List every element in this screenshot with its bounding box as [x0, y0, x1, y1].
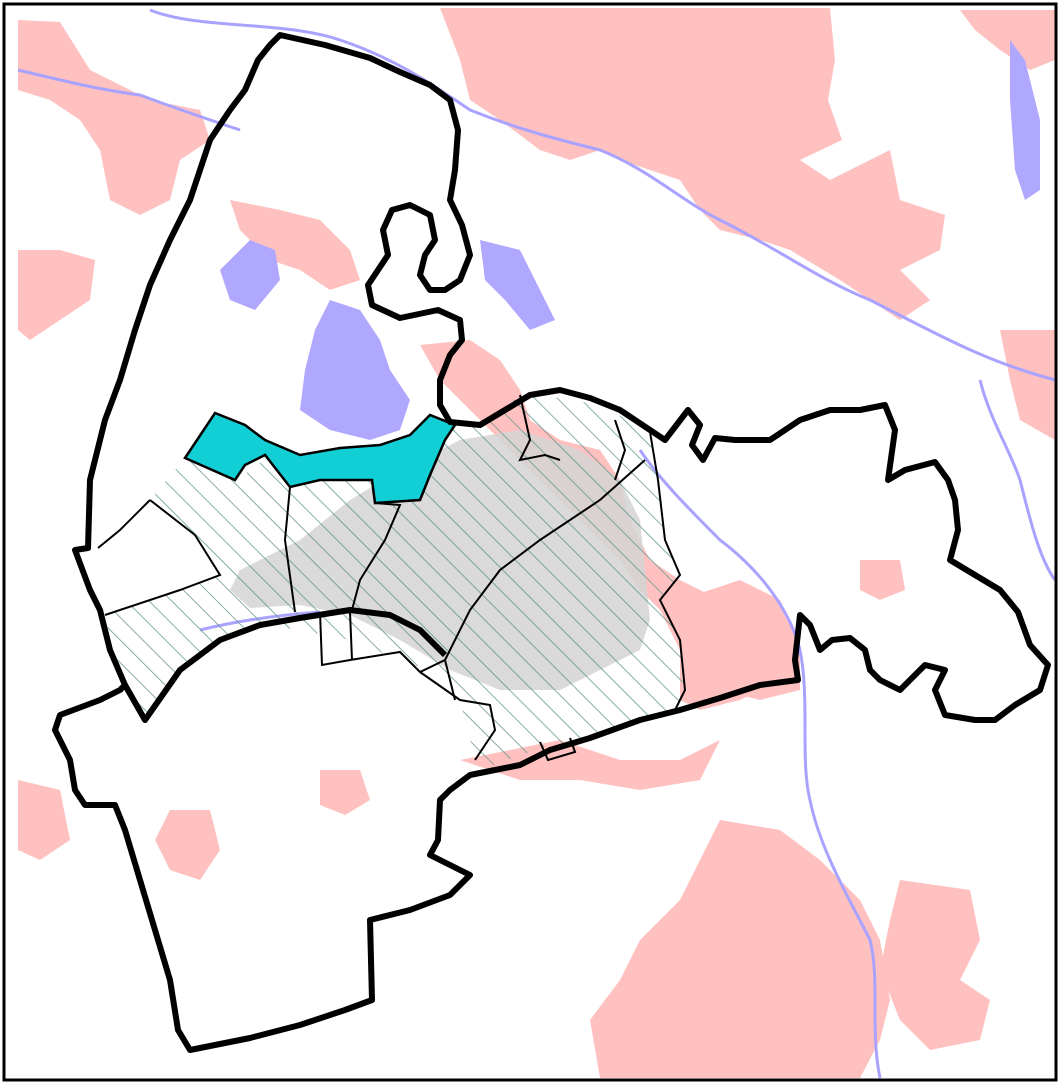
urban-area-southeast	[590, 820, 890, 1078]
urban-area-east	[1000, 330, 1055, 440]
lake-large	[300, 300, 410, 440]
district-line-northeast	[614, 419, 627, 481]
municipality-boundary[interactable]	[52, 32, 1051, 1053]
district-line-east	[649, 431, 687, 711]
urban-areas	[18, 8, 1055, 1078]
district-line-west	[104, 499, 222, 616]
district-boundaries	[97, 394, 687, 762]
river-main	[149, 8, 1056, 382]
urban-area-far-northeast	[960, 10, 1055, 70]
district-line-center-2	[351, 502, 402, 611]
lake-northeast	[1010, 40, 1040, 200]
municipality-outline[interactable]	[52, 32, 1051, 1053]
district-line-south-4	[444, 659, 456, 701]
district-line-north	[518, 394, 561, 462]
district-line-center-3	[444, 459, 646, 661]
urban-area-far-southeast	[880, 880, 990, 1050]
urban-area-east-village	[860, 560, 905, 600]
river-east-branch	[978, 379, 1057, 581]
urban-area-south-village-1	[155, 810, 220, 880]
hatch-over-core	[230, 430, 650, 690]
urban-area-east-center	[680, 580, 800, 700]
hatched-districts	[105, 395, 685, 770]
urban-area-southwest	[18, 780, 70, 860]
highlighted-district[interactable]	[183, 411, 457, 505]
urban-area-west	[18, 250, 95, 340]
district-line-south-1	[319, 611, 446, 674]
urban-area-south-village-2	[320, 770, 370, 815]
district-line-center-1	[283, 486, 296, 613]
water-bodies	[220, 40, 1040, 440]
ponds-center-north	[480, 240, 555, 330]
river-northwest	[17, 68, 241, 132]
district-line-south-3	[419, 671, 497, 761]
lake-west	[220, 240, 280, 310]
urban-area-northeast	[440, 8, 945, 320]
urban-area-northwest	[18, 20, 210, 215]
district-line-west-2	[97, 499, 151, 549]
municipality-inner-south-arc[interactable]	[122, 607, 448, 723]
district-line-south-2	[349, 611, 353, 661]
river-south	[638, 449, 882, 1079]
urban-area-west-center	[230, 200, 360, 290]
